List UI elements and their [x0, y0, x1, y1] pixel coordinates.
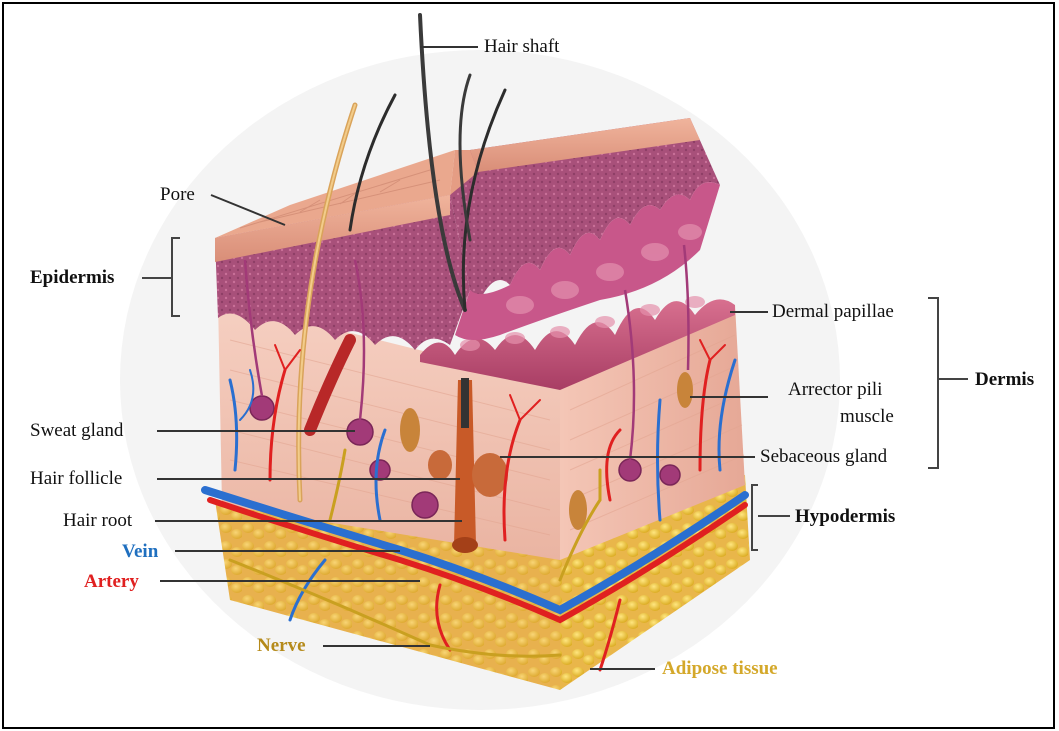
label-arrector-pili-line1: Arrector pili	[788, 380, 882, 399]
label-dermis: Dermis	[975, 370, 1034, 389]
label-epidermis: Epidermis	[30, 268, 114, 287]
label-arrector-pili-line2: muscle	[840, 407, 894, 426]
label-sweat-gland: Sweat gland	[30, 421, 123, 440]
label-hypodermis: Hypodermis	[795, 507, 895, 526]
label-nerve: Nerve	[257, 636, 306, 655]
label-hair-root: Hair root	[63, 511, 132, 530]
label-dermal-papillae: Dermal papillae	[772, 302, 894, 321]
label-adipose-tissue: Adipose tissue	[662, 659, 778, 678]
label-pore: Pore	[160, 185, 195, 204]
label-hair-shaft: Hair shaft	[484, 37, 559, 56]
label-artery: Artery	[84, 572, 139, 591]
sebaceous-gland-shape	[472, 453, 508, 497]
label-hair-follicle: Hair follicle	[30, 469, 122, 488]
label-sebaceous-gland: Sebaceous gland	[760, 447, 887, 466]
label-vein: Vein	[122, 542, 158, 561]
